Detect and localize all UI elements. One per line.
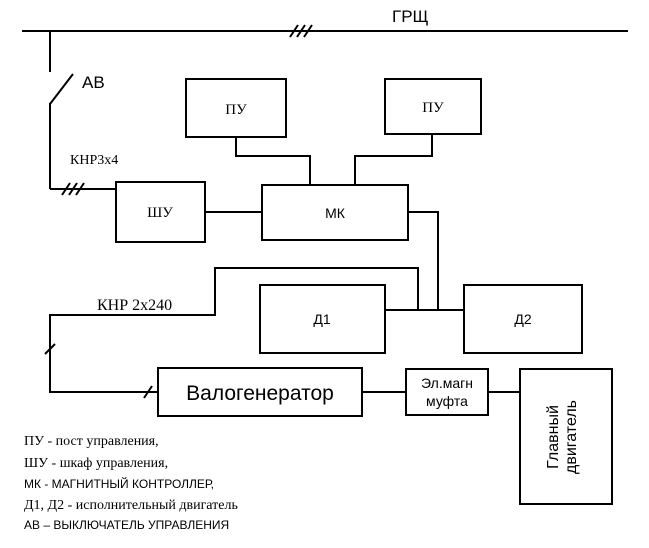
- legend-item-mk: МК - МАГНИТНЫЙ КОНТРОЛЛЕР,: [24, 476, 214, 491]
- d2-block: Д2: [463, 284, 583, 354]
- pu-left-label: ПУ: [225, 102, 247, 118]
- feeder-tick-marks: [61, 182, 85, 196]
- clutch-label-line2: муфта: [426, 393, 468, 409]
- d2-label: Д2: [514, 311, 531, 327]
- legend-item-pu: ПУ - пост управления,: [24, 434, 159, 449]
- cable-label-knr3x4: КНР3х4: [70, 153, 118, 168]
- grsh-label: ГРЩ: [392, 7, 429, 26]
- main-engine-label-line2: двигатель: [563, 400, 580, 474]
- em-clutch-block: Эл.магн муфта: [405, 368, 489, 416]
- pu-left-block: ПУ: [185, 78, 287, 138]
- valogenerator-label: Валогенератор: [186, 382, 334, 405]
- legend: ПУ - пост управления, ШУ - шкаф управлен…: [24, 434, 238, 532]
- d1-label: Д1: [313, 311, 330, 327]
- main-engine-label-line1: Главный: [545, 405, 562, 469]
- mk-to-d-bus-line: [408, 211, 439, 310]
- pu-left-to-mk-line: [235, 137, 311, 185]
- breaker-switch-blade: [49, 73, 74, 105]
- valogenerator-cable-line: [49, 267, 419, 393]
- shu-label: ШУ: [147, 205, 173, 221]
- legend-item-av: АВ – ВЫКЛЮЧАТЕЛЬ УПРАВЛЕНИЯ: [24, 518, 229, 532]
- breaker-label: АВ: [82, 73, 105, 92]
- mk-block: МК: [261, 184, 409, 241]
- mk-label: МК: [325, 205, 346, 221]
- cable-label-knr2x240: КНР 2х240: [97, 297, 172, 314]
- legend-item-shu: ШУ - шкаф управления,: [24, 456, 168, 471]
- pu-right-label: ПУ: [422, 100, 444, 116]
- legend-item-d1-d2: Д1, Д2 - исполнительный двигатель: [24, 498, 238, 513]
- clutch-label-line1: Эл.магн: [421, 375, 473, 391]
- valogenerator-block: Валогенератор: [157, 367, 363, 417]
- bus-tick-marks: [289, 24, 313, 38]
- pu-right-to-mk-line: [354, 134, 433, 185]
- main-engine-block: Главный двигатель: [519, 368, 613, 505]
- shu-block: ШУ: [115, 181, 206, 243]
- d1-block: Д1: [259, 284, 386, 354]
- cable-tick-mark-vertical: [44, 343, 56, 355]
- cable-tick-mark-horizontal: [143, 385, 153, 399]
- pu-right-block: ПУ: [384, 78, 482, 135]
